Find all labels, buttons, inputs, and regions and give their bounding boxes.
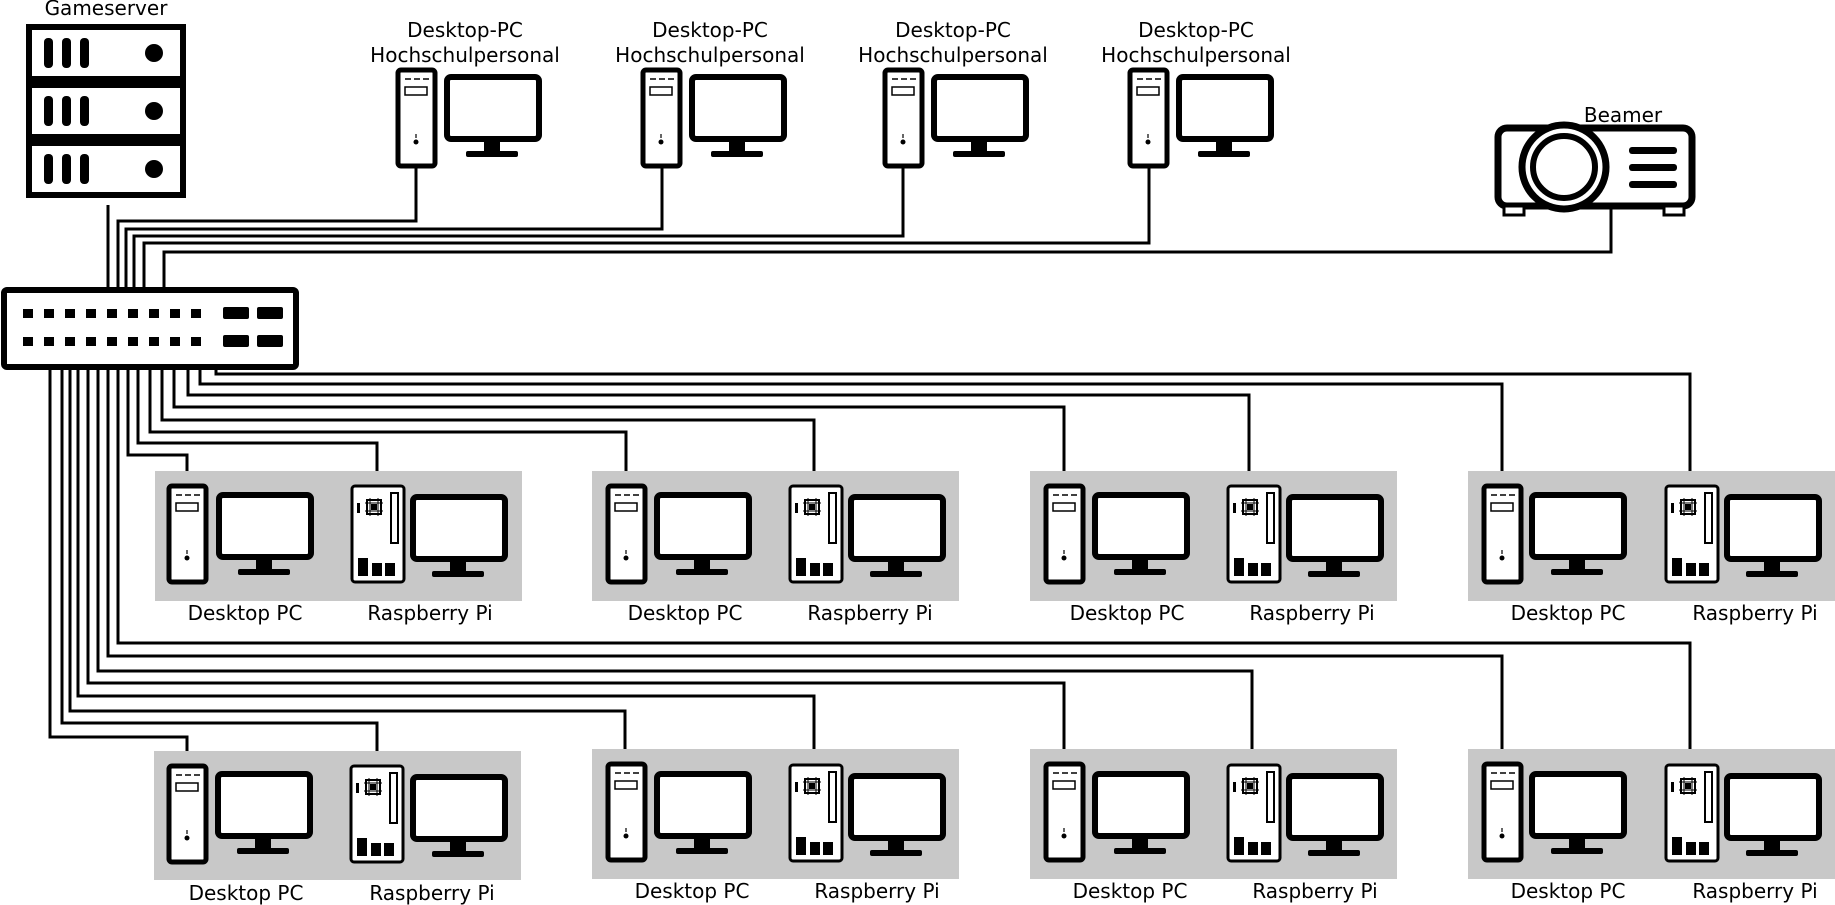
desktop-pc-icon	[398, 70, 435, 166]
desktop-pc-label: Desktop PC	[1070, 601, 1185, 625]
station-3: Desktop PC Raspberry Pi	[1030, 471, 1397, 625]
projector: Beamer	[1494, 103, 1696, 217]
staff-pc-label-line2: Hochschulpersonal	[858, 43, 1048, 67]
raspberry-pi-label: Raspberry Pi	[807, 601, 932, 625]
desktop-pc-label: Desktop PC	[1511, 601, 1626, 625]
desktop-pc-icon	[169, 486, 206, 582]
station-5: Desktop PC Raspberry Pi	[154, 751, 521, 905]
desktop-pc-label: Desktop PC	[1073, 879, 1188, 903]
cables	[48, 167, 1692, 767]
staff-pc-label-line1: Desktop-PC	[652, 18, 768, 42]
raspberry-pi-label: Raspberry Pi	[814, 879, 939, 903]
desktop-pc-label: Desktop PC	[1511, 879, 1626, 903]
desktop-pc-label: Desktop PC	[628, 601, 743, 625]
gameserver: Gameserver	[29, 0, 183, 195]
desktop-pc-icon	[1130, 70, 1167, 166]
desktop-pc-icon	[1484, 486, 1521, 582]
staff-pc-2: Desktop-PC Hochschulpersonal	[615, 18, 805, 166]
staff-pc-4: Desktop-PC Hochschulpersonal	[1101, 18, 1291, 166]
desktop-pc-icon	[1046, 764, 1083, 860]
network-switch-icon	[1, 287, 299, 370]
raspberry-pi-icon	[1226, 484, 1282, 584]
staff-pc-label-line2: Hochschulpersonal	[370, 43, 560, 67]
raspberry-pi-label: Raspberry Pi	[369, 881, 494, 905]
station-6: Desktop PC Raspberry Pi	[592, 749, 959, 903]
staff-pc-3: Desktop-PC Hochschulpersonal	[858, 18, 1048, 166]
station-4: Desktop PC Raspberry Pi	[1468, 471, 1835, 625]
station-2: Desktop PC Raspberry Pi	[592, 471, 959, 625]
raspberry-pi-label: Raspberry Pi	[1692, 601, 1817, 625]
raspberry-pi-icon	[788, 484, 844, 584]
raspberry-pi-label: Raspberry Pi	[1692, 879, 1817, 903]
desktop-pc-icon	[643, 70, 680, 166]
raspberry-pi-label: Raspberry Pi	[1249, 601, 1374, 625]
raspberry-pi-icon	[1664, 763, 1720, 863]
desktop-pc-icon	[885, 70, 922, 166]
desktop-pc-icon	[169, 766, 206, 862]
desktop-pc-icon	[608, 486, 645, 582]
raspberry-pi-icon	[350, 484, 406, 584]
monitor-icon	[692, 77, 784, 157]
monitor-icon	[934, 77, 1026, 157]
staff-pc-label-line1: Desktop-PC	[1138, 18, 1254, 42]
raspberry-pi-icon	[1664, 484, 1720, 584]
raspberry-pi-icon	[349, 764, 405, 864]
raspberry-pi-icon	[1226, 763, 1282, 863]
projector-icon	[1494, 121, 1696, 217]
desktop-pc-icon	[1046, 486, 1083, 582]
station-8: Desktop PC Raspberry Pi	[1468, 749, 1835, 903]
raspberry-pi-icon	[788, 763, 844, 863]
monitor-icon	[447, 77, 539, 157]
raspberry-pi-label: Raspberry Pi	[1252, 879, 1377, 903]
staff-pc-1: Desktop-PC Hochschulpersonal	[370, 18, 560, 166]
desktop-pc-label: Desktop PC	[189, 881, 304, 905]
staff-pc-label-line2: Hochschulpersonal	[1101, 43, 1291, 67]
desktop-pc-icon	[1484, 764, 1521, 860]
projector-label: Beamer	[1584, 103, 1663, 127]
staff-pc-label-line1: Desktop-PC	[407, 18, 523, 42]
desktop-pc-label: Desktop PC	[188, 601, 303, 625]
staff-pc-label-line1: Desktop-PC	[895, 18, 1011, 42]
desktop-pc-icon	[608, 764, 645, 860]
monitor-icon	[1179, 77, 1271, 157]
staff-pc-label-line2: Hochschulpersonal	[615, 43, 805, 67]
desktop-pc-label: Desktop PC	[635, 879, 750, 903]
raspberry-pi-label: Raspberry Pi	[367, 601, 492, 625]
gameserver-label: Gameserver	[45, 0, 169, 20]
station-1: Desktop PC Raspberry Pi	[155, 471, 522, 625]
station-7: Desktop PC Raspberry Pi	[1030, 749, 1397, 903]
server-icon	[29, 27, 183, 195]
